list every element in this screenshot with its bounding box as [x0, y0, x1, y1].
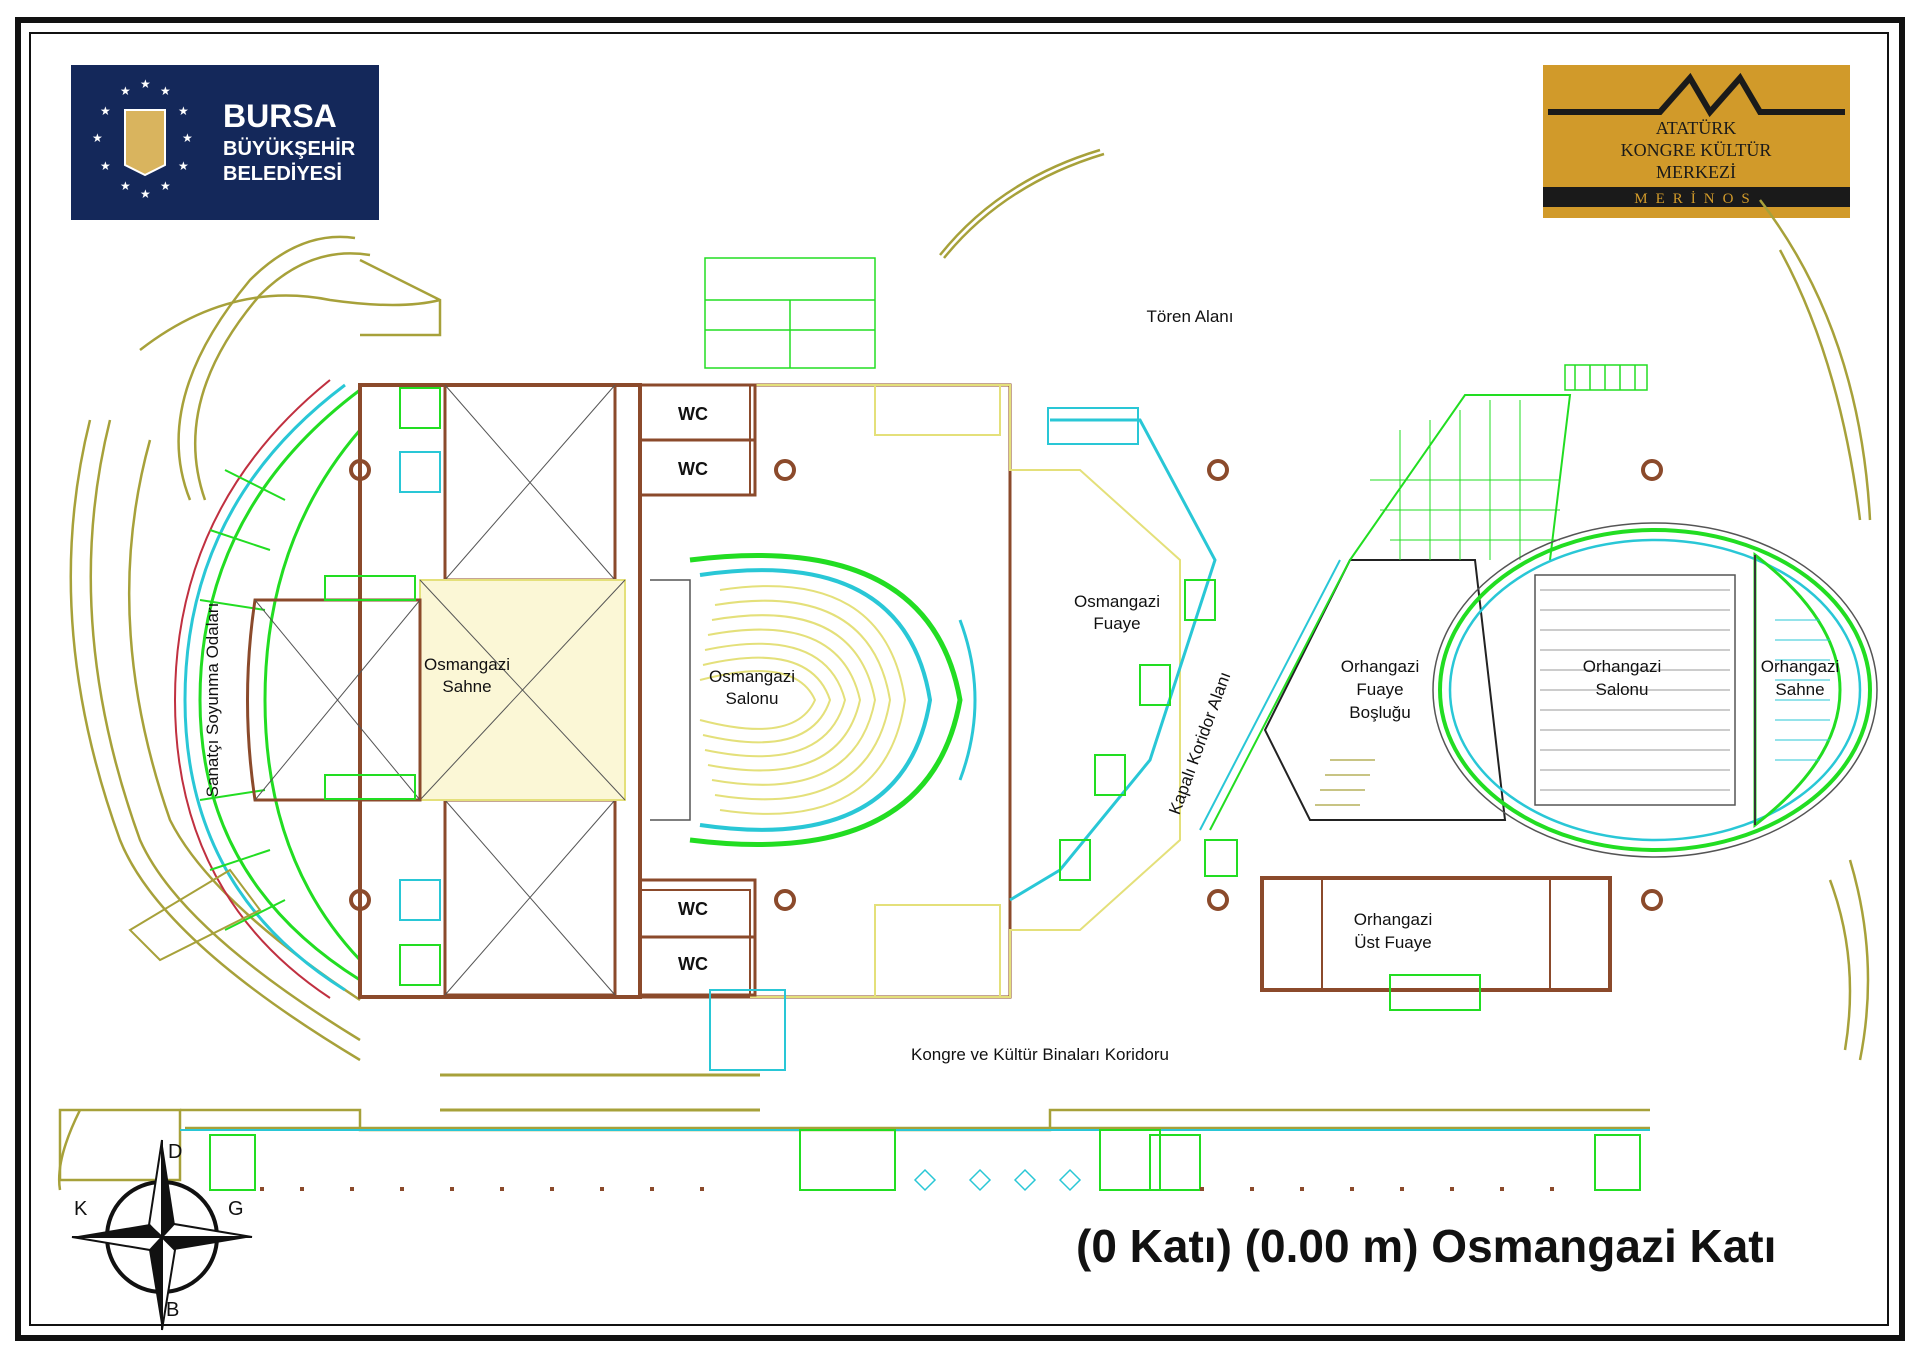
orhangazi-foyer-void: [1199, 394, 1572, 831]
svg-text:★: ★: [120, 84, 131, 98]
akm-logo-line2: KONGRE KÜLTÜR: [1621, 140, 1772, 160]
label-osm-salon-1: Osmangazi: [709, 667, 795, 686]
svg-text:★: ★: [120, 179, 131, 193]
compass-west: K: [74, 1198, 88, 1220]
bursa-logo-line1: BURSA: [223, 98, 337, 134]
osmangazi-stage: [246, 383, 642, 999]
label-orh-ust-2: Üst Fuaye: [1354, 933, 1431, 952]
osmangazi-foyer: [750, 384, 1238, 998]
svg-text:★: ★: [100, 104, 111, 118]
wc-labels: WC WC WC WC: [678, 404, 708, 974]
akm-logo-line4: MERİNOS: [1634, 191, 1758, 207]
label-osm-fuaye-1: Osmangazi: [1074, 592, 1160, 611]
page-frame: [15, 17, 1905, 1341]
label-osm-sahne-2: Sahne: [442, 677, 491, 696]
wc-label-4: WC: [678, 954, 708, 974]
wc-label-2: WC: [678, 459, 708, 479]
label-toren-alani: Tören Alanı: [1147, 307, 1234, 326]
svg-text:★: ★: [182, 131, 193, 145]
columns: [349, 459, 1663, 911]
svg-text:★: ★: [92, 131, 103, 145]
orhangazi-upper-foyer: [1260, 876, 1612, 1011]
svg-text:★: ★: [178, 159, 189, 173]
dressing-rooms: [128, 379, 362, 999]
south-corridor: [180, 989, 1650, 1192]
akm-logo: ATATÜRK KONGRE KÜLTÜR MERKEZİ MERİNOS: [1543, 65, 1850, 218]
orhangazi-hall: [1432, 522, 1878, 858]
label-orh-bos-3: Boşluğu: [1349, 703, 1410, 722]
area-labels: Tören Alanı Sanatçı Soyunma Odaları Osma…: [203, 307, 1839, 1064]
label-orh-sahne-2: Sahne: [1775, 680, 1824, 699]
svg-text:★: ★: [140, 187, 151, 201]
label-orh-bos-1: Orhangazi: [1341, 657, 1419, 676]
label-sanatci-soyunma: Sanatçı Soyunma Odaları: [203, 603, 222, 798]
svg-text:★: ★: [178, 104, 189, 118]
compass-east: G: [228, 1198, 244, 1220]
label-orh-sahne-1: Orhangazi: [1761, 657, 1839, 676]
wc-label-1: WC: [678, 404, 708, 424]
wc-blocks: [638, 383, 757, 997]
label-osm-sahne-1: Osmangazi: [424, 655, 510, 674]
bursa-logo-line2: BÜYÜKŞEHİR: [223, 137, 356, 160]
svg-text:★: ★: [140, 77, 151, 91]
svg-text:★: ★: [100, 159, 111, 173]
compass-south: B: [166, 1299, 179, 1321]
svg-text:★: ★: [160, 84, 171, 98]
compass-rose: D B K G: [71, 1139, 253, 1331]
label-orh-ust-1: Orhangazi: [1354, 910, 1432, 929]
label-kapali-koridor: Kapalı Koridor Alanı: [1165, 669, 1234, 817]
wc-label-3: WC: [678, 899, 708, 919]
label-orh-salon-1: Orhangazi: [1583, 657, 1661, 676]
akm-logo-line3: MERKEZİ: [1656, 162, 1736, 182]
corridor-markers: [260, 1187, 1554, 1191]
akm-logo-line1: ATATÜRK: [1656, 118, 1737, 138]
label-kongre-koridoru: Kongre ve Kültür Binaları Koridoru: [911, 1045, 1169, 1064]
label-osm-fuaye-2: Fuaye: [1093, 614, 1140, 633]
label-orh-bos-2: Fuaye: [1356, 680, 1403, 699]
compass-north: D: [168, 1141, 182, 1163]
toren-stairs: [704, 257, 1648, 391]
site-outlines: [57, 148, 1872, 1191]
bursa-logo: ★ ★ ★ ★ ★ ★ ★ ★ ★ ★ ★ ★ BURSA BÜYÜKŞEHİR BELED…: [71, 65, 379, 220]
plan-title: (0 Katı) (0.00 m) Osmangazi Katı: [1076, 1220, 1776, 1272]
svg-text:★: ★: [160, 179, 171, 193]
label-osm-salon-2: Salonu: [726, 689, 779, 708]
bursa-logo-line3: BELEDİYESİ: [223, 162, 342, 185]
label-orh-salon-2: Salonu: [1596, 680, 1649, 699]
